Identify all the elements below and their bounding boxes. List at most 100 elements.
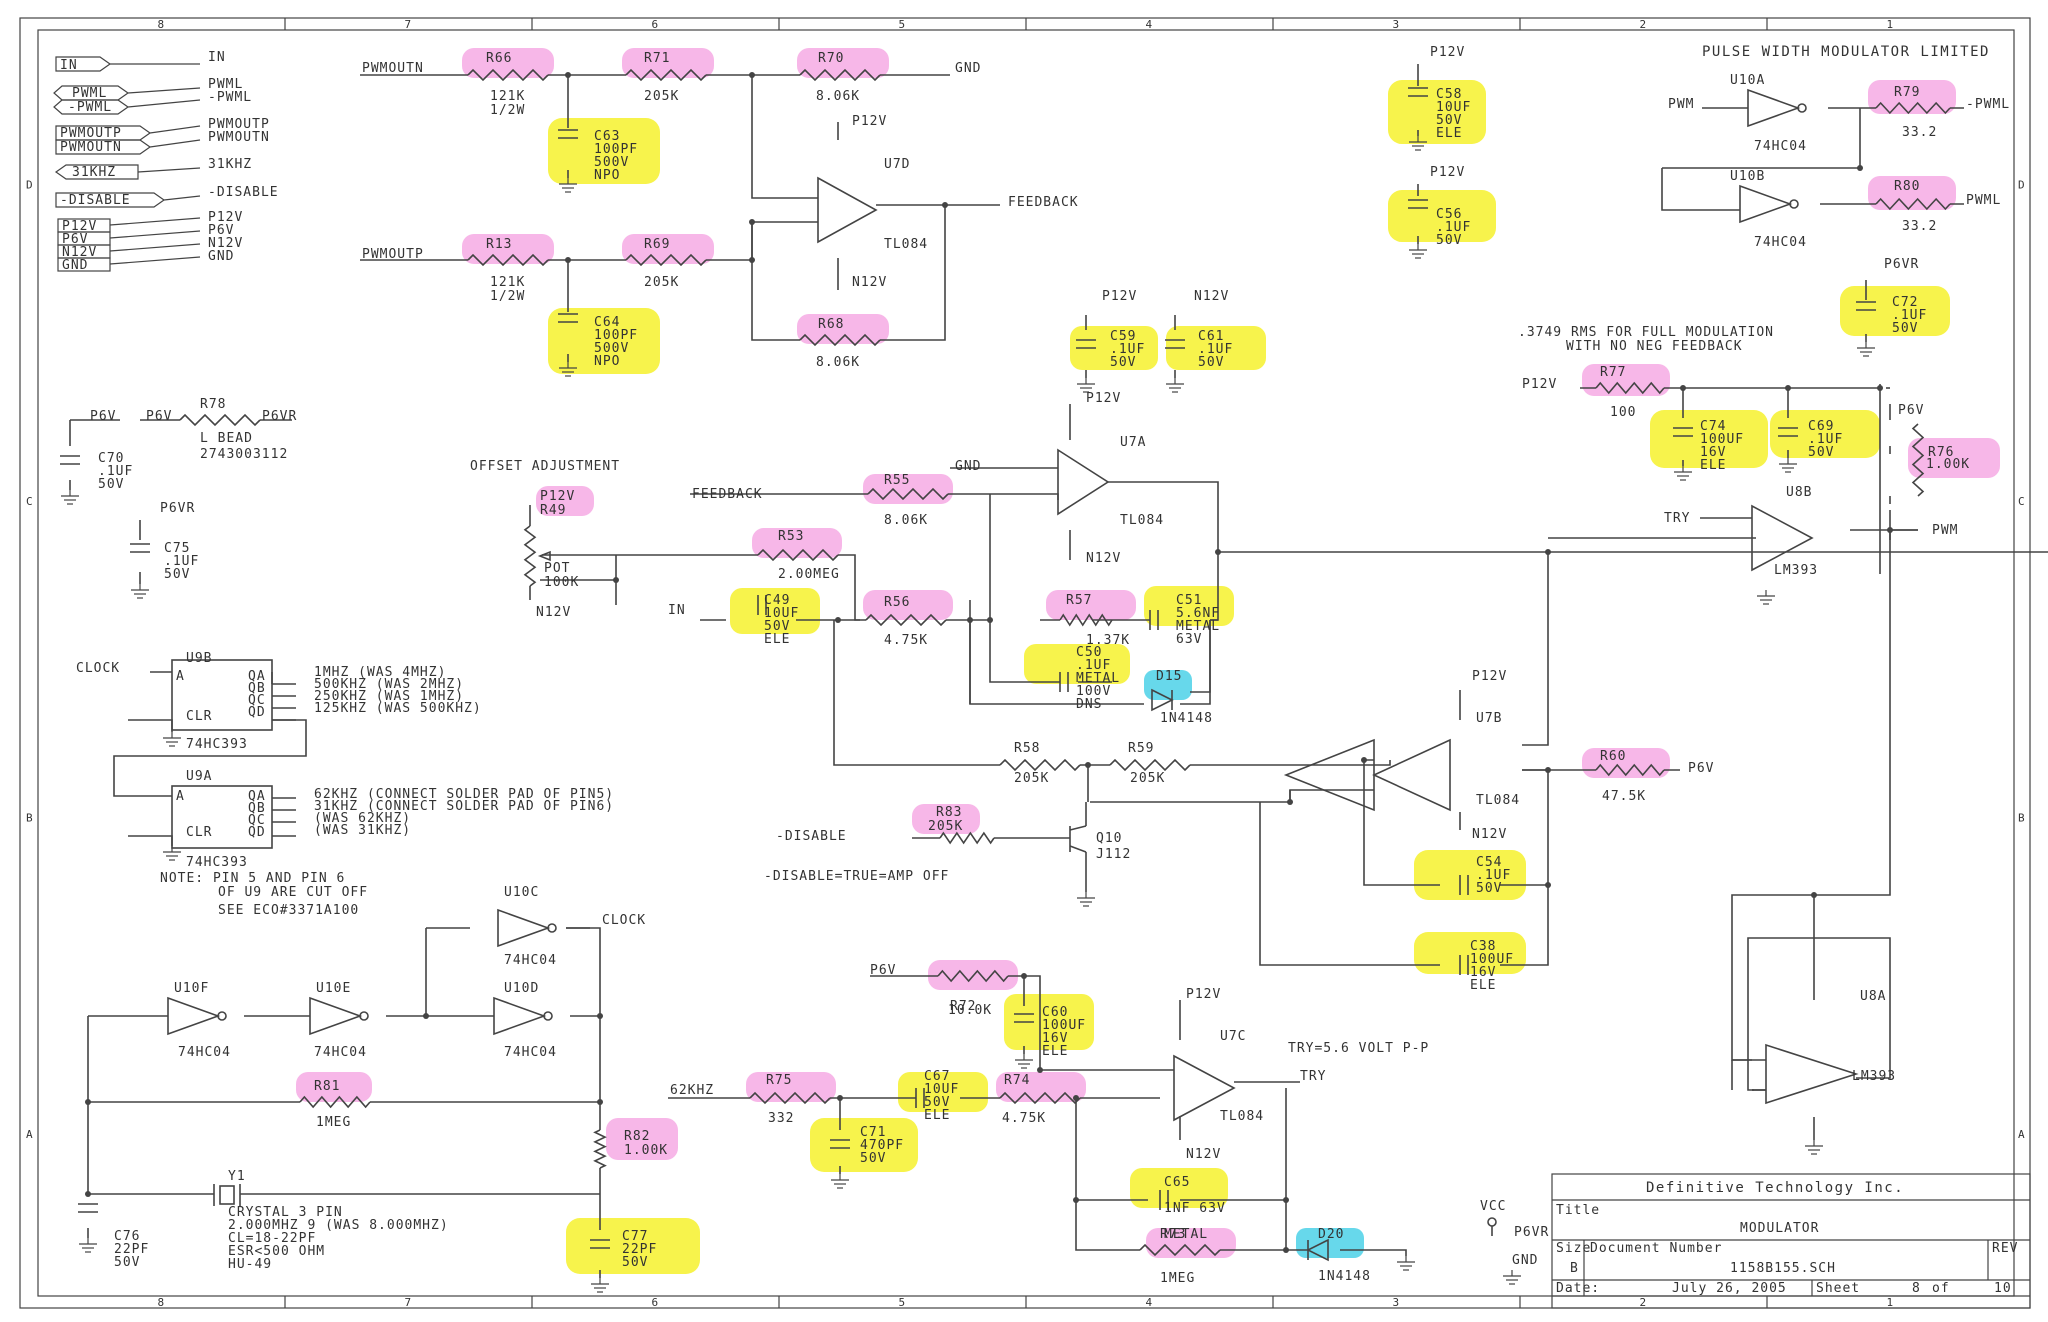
port-name-in: IN (208, 50, 226, 65)
resistor-R53-ref: R53 (778, 529, 804, 544)
resistor-R53-value: 2.00MEG (778, 567, 840, 582)
net-vcc: VCC (1480, 1199, 1506, 1214)
border-col-bot-2: 2 (1640, 1296, 1648, 1309)
note-rms1: .3749 RMS FOR FULL MODULATION (1518, 325, 1774, 340)
resistor-R55-value: 8.06K (884, 513, 928, 528)
ic-U9B-pin-clr: CLR (186, 709, 212, 724)
ic-U9B-pin-qb: QB (248, 681, 266, 696)
ic-U9A-pin-qa: QA (248, 789, 266, 804)
resistor-R60-ref: R60 (1600, 749, 1626, 764)
resistor-R73-ref: R73 (1160, 1227, 1186, 1242)
resistor-R49-extra: 100K (544, 575, 579, 590)
ic-U10D-part: 74HC04 (504, 1045, 557, 1060)
resistor-R59-ref: R59 (1128, 741, 1154, 756)
port-name-disable: -DISABLE (208, 185, 279, 200)
capacitor-C72-ref: C72 (1892, 295, 1918, 310)
port-tag-31khz: 31KHZ (72, 165, 116, 180)
port-tag-p6v: P6V (62, 232, 88, 247)
counter-u9a-out-0: 62KHZ (CONNECT SOLDER PAD OF PIN5) (314, 787, 614, 802)
resistor-R57-ref: R57 (1066, 593, 1092, 608)
capacitor-C74-ref: C74 (1700, 419, 1726, 434)
capacitor-C38-v2: 16V (1470, 965, 1496, 980)
crystal-line-0: CRYSTAL 3 PIN (228, 1205, 343, 1220)
capacitor-C63-v3: NPO (594, 168, 620, 183)
ic-U9A-pin-qd: QD (248, 825, 266, 840)
net-clock-out: CLOCK (602, 913, 646, 928)
capacitor-C58-v2: 50V (1436, 113, 1462, 128)
capacitor-C76-v1: 22PF (114, 1242, 149, 1257)
tb-rev-label: REV (1992, 1241, 2018, 1256)
capacitor-C49-v3: ELE (764, 632, 790, 647)
note-disable: -DISABLE=TRUE=AMP OFF (764, 869, 949, 884)
title-block: Definitive Technology Inc. Title MODULAT… (1551, 1173, 2031, 1309)
capacitor-C69-v2: 50V (1808, 445, 1834, 460)
port-name-n12v: N12V (208, 236, 243, 251)
resistor-R75-value: 332 (768, 1111, 794, 1126)
net-p6v-left: P6V (90, 409, 116, 424)
border-row-left-B: B (26, 811, 34, 824)
resistor-R79-ref: R79 (1894, 85, 1920, 100)
capacitor-C76-v2: 50V (114, 1255, 140, 1270)
port-tag-gnd: GND (62, 258, 88, 273)
ic-U7B-part: TL084 (1476, 793, 1520, 808)
border-col-bot-3: 3 (1393, 1296, 1401, 1309)
capacitor-C67-v2: 50V (924, 1095, 950, 1110)
resistor-R77-ref: R77 (1600, 365, 1626, 380)
note-rms2: WITH NO NEG FEEDBACK (1566, 339, 1743, 354)
resistor-R13-ref: R13 (486, 237, 512, 252)
net-p12v-r77: P12V (1522, 377, 1557, 392)
resistor-R58-value: 205K (1014, 771, 1049, 786)
capacitor-C70-v1: .1UF (98, 464, 133, 479)
ic-U9A-part: 74HC393 (186, 855, 248, 870)
resistor-R79-value: 33.2 (1902, 125, 1937, 140)
note-try: TRY=5.6 VOLT P-P (1288, 1041, 1429, 1056)
net-n12v-u7b: N12V (1472, 827, 1507, 842)
net-feedback-in: FEEDBACK (692, 487, 763, 502)
resistor-R56-ref: R56 (884, 595, 910, 610)
net-p12v-u7c: P12V (1186, 987, 1221, 1002)
capacitor-C71-v2: 50V (860, 1151, 886, 1166)
ic-U7A-part: TL084 (1120, 513, 1164, 528)
note-pin1: NOTE: PIN 5 AND PIN 6 (160, 871, 345, 886)
ic-U10F-ref: U10F (174, 981, 209, 996)
ic-U9B-pin-qa: QA (248, 669, 266, 684)
ic-U10E-ref: U10E (316, 981, 351, 996)
capacitor-C70-ref: C70 (98, 451, 124, 466)
capacitor-C50-v1: .1UF (1076, 658, 1111, 673)
ic-Q10-part: J112 (1096, 847, 1131, 862)
capacitor-C49-v1: 10UF (764, 606, 799, 621)
diode-D15-ref: D15 (1156, 669, 1182, 684)
counter-u9a-out-1: 31KHZ (CONNECT SOLDER PAD OF PIN6) (314, 799, 614, 814)
net-pwmoutp: PWMOUTP (362, 247, 424, 262)
capacitor-C71-ref: C71 (860, 1125, 886, 1140)
diode-D15-value: 1N4148 (1160, 711, 1213, 726)
net-p6v-r78: P6V (146, 409, 172, 424)
capacitor-C56-v2: 50V (1436, 233, 1462, 248)
net-npwml: -PWML (1966, 97, 2010, 112)
tb-company: Definitive Technology Inc. (1646, 1180, 1904, 1196)
ic-U8B-ref: U8B (1786, 485, 1812, 500)
net-pwml: PWML (1966, 193, 2001, 208)
net-n12v-r49: N12V (536, 605, 571, 620)
capacitor-C54-ref: C54 (1476, 855, 1502, 870)
border-row-right-C: C (2018, 495, 2026, 508)
resistor-R60-value: 47.5K (1602, 789, 1646, 804)
capacitor-C51-ref: C51 (1176, 593, 1202, 608)
resistor-R76-value: 1.00K (1926, 457, 1970, 472)
capacitor-C64-v2: 500V (594, 341, 629, 356)
resistor-R78-value: L BEAD (200, 431, 253, 446)
border-col-top-2: 2 (1640, 18, 1648, 31)
capacitor-C74-v2: 16V (1700, 445, 1726, 460)
capacitor-C49-v2: 50V (764, 619, 790, 634)
ic-U10B-ref: U10B (1730, 169, 1765, 184)
border-row-right-A: A (2018, 1128, 2026, 1141)
port-name-npwml: -PWML (208, 90, 252, 105)
net-gnd-top: GND (955, 61, 981, 76)
ic-U10C-ref: U10C (504, 885, 539, 900)
border-row-left-C: C (26, 495, 34, 508)
border-row-left-A: A (26, 1128, 34, 1141)
resistor-R80-ref: R80 (1894, 179, 1920, 194)
net-clock-in: CLOCK (76, 661, 120, 676)
tb-sheet-label: Sheet (1816, 1281, 1860, 1296)
resistor-R74-ref: R74 (1004, 1073, 1030, 1088)
